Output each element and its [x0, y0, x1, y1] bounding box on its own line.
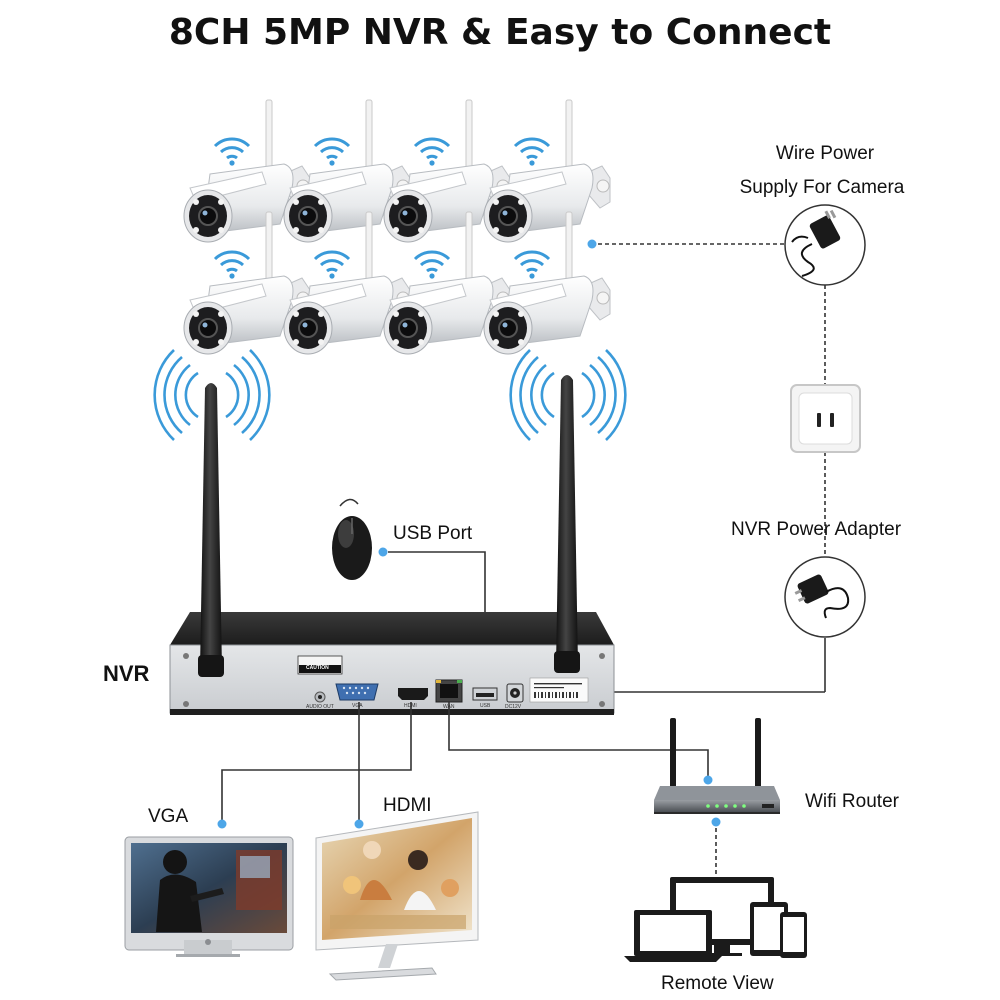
- remote-view-devices: [624, 877, 807, 962]
- nvr-unit: [169, 612, 615, 715]
- nvr-caution-sticker: CAUTION: [306, 665, 329, 671]
- wifi-icon: [513, 137, 551, 168]
- remote-view-label: Remote View: [661, 973, 774, 994]
- wifi-icon: [213, 250, 251, 281]
- router-icon: [654, 718, 780, 814]
- power-adapter-icon: [784, 204, 866, 286]
- nvr-power-adapter-icon: [784, 556, 866, 638]
- wifi-icon: [313, 250, 351, 281]
- antenna-icon: [554, 375, 580, 673]
- wifi-icon: [413, 137, 451, 168]
- nvr-port-label-wan: WAN: [443, 704, 455, 710]
- wall-outlet-icon: [790, 384, 861, 453]
- wifi-router-label: Wifi Router: [805, 791, 899, 812]
- tablet-icon: [750, 902, 788, 956]
- camera-power-line: [587, 239, 826, 556]
- nvr-power-adapter-label: NVR Power Adapter: [731, 519, 902, 540]
- wifi-icon: [313, 137, 351, 168]
- nvr-port-label-audio: AUDIO OUT: [306, 704, 334, 710]
- mouse-icon: [332, 498, 372, 580]
- hdmi-monitor-icon: [315, 811, 479, 981]
- camera-power-label-line1: Wire Power: [775, 143, 875, 164]
- hdmi-label: HDMI: [383, 795, 432, 816]
- camera-power-label-line2: Supply For Camera: [739, 177, 905, 198]
- vga-label: VGA: [148, 806, 189, 827]
- laptop-icon: [624, 910, 722, 962]
- wifi-icon: [413, 250, 451, 281]
- nvr-port-label-hdmi: HDMI: [404, 703, 417, 709]
- nvr-label: NVR: [103, 661, 150, 686]
- nvr-port-label-usb: USB: [480, 703, 491, 709]
- nvr-port-label-vga: VGA: [352, 703, 363, 709]
- phone-icon: [780, 912, 807, 958]
- page-title: 8CH 5MP NVR & Easy to Connect: [168, 12, 832, 53]
- nvr-port-label-dc: DC12V: [505, 704, 522, 710]
- antenna-icon: [198, 383, 224, 677]
- wifi-icon: [213, 137, 251, 168]
- wifi-icon: [513, 250, 551, 281]
- vga-monitor-icon: [124, 836, 294, 957]
- usb-port-label: USB Port: [393, 523, 473, 544]
